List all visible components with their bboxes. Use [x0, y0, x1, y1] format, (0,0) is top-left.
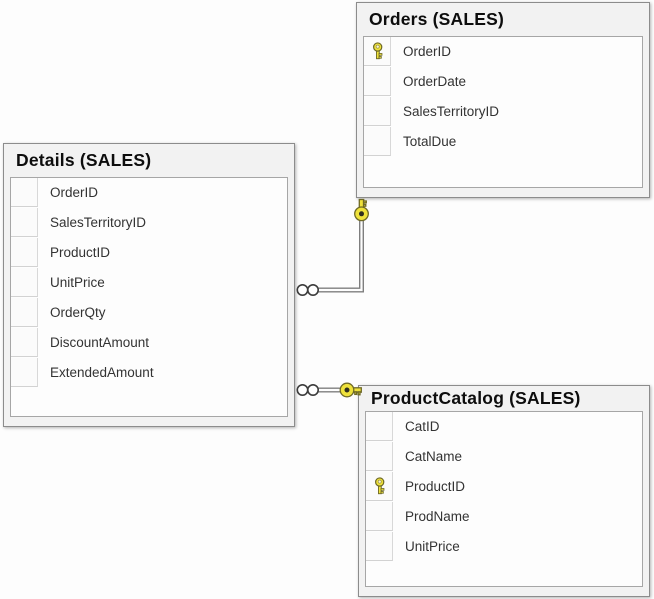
- row-selector[interactable]: [11, 358, 38, 387]
- column-name: CatID: [405, 419, 440, 434]
- column-name: ProdName: [405, 509, 470, 524]
- row-selector[interactable]: [11, 238, 38, 267]
- column-name: UnitPrice: [405, 539, 460, 554]
- table-row[interactable]: SalesTerritoryID: [11, 208, 287, 238]
- row-selector[interactable]: [11, 178, 38, 207]
- table-details-title[interactable]: Details (SALES): [16, 150, 152, 170]
- table-productcatalog-title[interactable]: ProductCatalog (SALES): [371, 388, 581, 408]
- table-row[interactable]: CatID: [366, 412, 642, 442]
- row-selector[interactable]: [364, 67, 391, 96]
- row-selector[interactable]: [366, 412, 393, 441]
- one-end-key-icon: [354, 198, 369, 222]
- table-row[interactable]: ProductID: [366, 472, 642, 502]
- column-name: TotalDue: [403, 134, 457, 149]
- row-selector[interactable]: [11, 328, 38, 357]
- row-selector[interactable]: [366, 502, 393, 531]
- table-row[interactable]: SalesTerritoryID: [364, 97, 642, 127]
- column-name: ProductID: [405, 479, 466, 494]
- table-orders-title[interactable]: Orders (SALES): [369, 9, 505, 29]
- table-productcatalog-columns: CatID CatName ProductID: [365, 411, 643, 587]
- column-name: OrderQty: [50, 305, 106, 320]
- many-end-infinity-icon: [296, 283, 319, 296]
- column-name: SalesTerritoryID: [50, 215, 147, 230]
- column-name: UnitPrice: [50, 275, 105, 290]
- table-row[interactable]: ProductID: [11, 238, 287, 268]
- table-row[interactable]: UnitPrice: [11, 268, 287, 298]
- row-selector[interactable]: [366, 472, 393, 501]
- relationship-details-productcatalog[interactable]: [296, 382, 362, 398]
- row-selector[interactable]: [364, 37, 391, 66]
- column-name: DiscountAmount: [50, 335, 150, 350]
- column-name: SalesTerritoryID: [403, 104, 500, 119]
- table-row[interactable]: OrderDate: [364, 67, 642, 97]
- primary-key-icon: [372, 42, 382, 60]
- table-orders-columns: OrderID OrderDate SalesTerritoryID Total…: [363, 36, 643, 188]
- table-row[interactable]: OrderID: [364, 37, 642, 67]
- table-row[interactable]: UnitPrice: [366, 532, 642, 562]
- column-name: OrderDate: [403, 74, 467, 89]
- table-row[interactable]: ProdName: [366, 502, 642, 532]
- table-row[interactable]: ExtendedAmount: [11, 358, 287, 388]
- row-selector[interactable]: [11, 268, 38, 297]
- column-name: ExtendedAmount: [50, 365, 154, 380]
- table-row[interactable]: OrderQty: [11, 298, 287, 328]
- table-productcatalog[interactable]: ProductCatalog (SALES) CatID CatName: [358, 385, 650, 597]
- row-selector[interactable]: [364, 127, 391, 156]
- column-name: CatName: [405, 449, 463, 464]
- table-row[interactable]: DiscountAmount: [11, 328, 287, 358]
- row-selector[interactable]: [11, 208, 38, 237]
- table-details-columns: OrderID SalesTerritoryID ProductID UnitP…: [10, 177, 288, 417]
- row-selector[interactable]: [366, 442, 393, 471]
- table-row[interactable]: TotalDue: [364, 127, 642, 157]
- primary-key-icon: [374, 477, 384, 495]
- table-orders[interactable]: Orders (SALES) OrderID OrderDate: [356, 2, 650, 198]
- row-selector[interactable]: [11, 298, 38, 327]
- row-selector[interactable]: [366, 532, 393, 561]
- relationship-details-orders[interactable]: [296, 198, 369, 296]
- many-end-infinity-icon: [296, 383, 319, 396]
- table-row[interactable]: OrderID: [11, 178, 287, 208]
- column-name: ProductID: [50, 245, 111, 260]
- table-details[interactable]: Details (SALES) OrderID SalesTerritoryID…: [3, 143, 295, 427]
- table-row[interactable]: CatName: [366, 442, 642, 472]
- column-name: OrderID: [50, 185, 99, 200]
- column-name: OrderID: [403, 44, 452, 59]
- row-selector[interactable]: [364, 97, 391, 126]
